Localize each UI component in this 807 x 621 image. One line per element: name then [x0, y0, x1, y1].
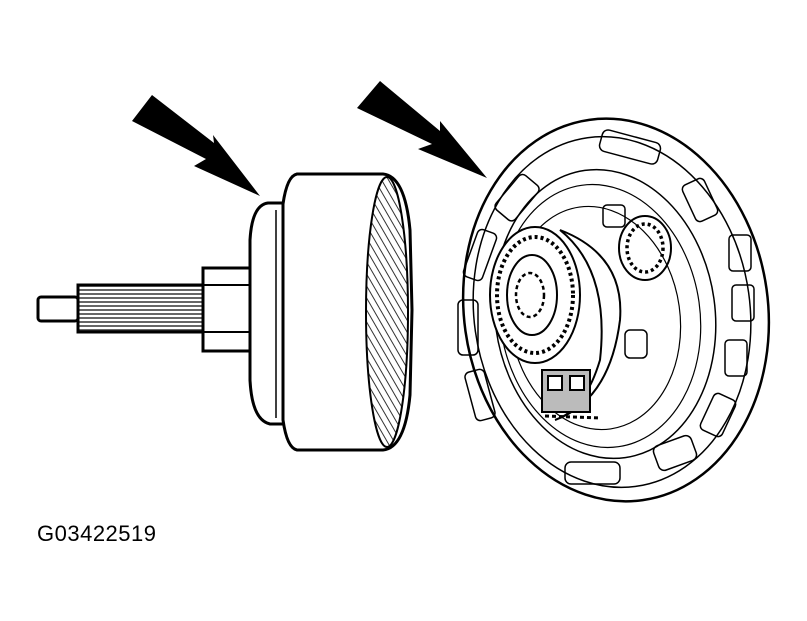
disc-pocket-gear	[602, 204, 672, 359]
figure-id-label: G03422519	[37, 521, 157, 546]
disc-hub-gear	[489, 226, 581, 364]
disc-valve-block	[541, 369, 601, 420]
outer-slots	[457, 129, 755, 485]
disc-assembly	[457, 117, 771, 503]
right-arrow-icon	[357, 81, 487, 178]
left-arrow-icon	[132, 95, 260, 196]
shaft-drum-assembly	[36, 172, 414, 452]
